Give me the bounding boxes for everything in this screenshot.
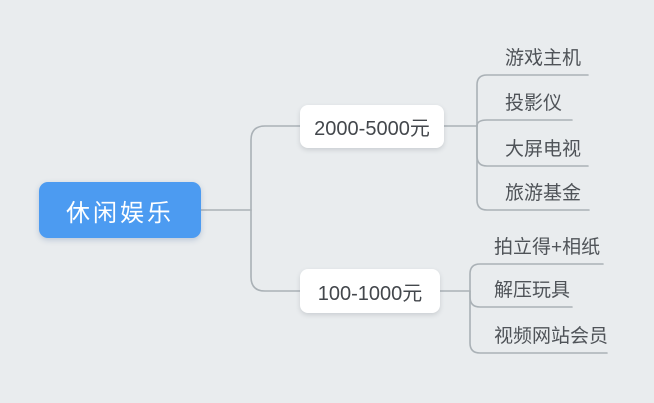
leaf-topic[interactable]: 大屏电视 (505, 139, 582, 160)
connector-line (476, 125, 590, 211)
leaf-topic[interactable]: 拍立得+相纸 (494, 237, 601, 258)
branch-topic-1[interactable]: 2000-5000元 (300, 105, 444, 148)
connector-line (476, 119, 573, 127)
leaf-topic[interactable]: 旅游基金 (505, 183, 582, 204)
branch-topic-2[interactable]: 100-1000元 (300, 269, 440, 313)
leaf-topic[interactable]: 游戏主机 (505, 48, 582, 69)
root-topic[interactable]: 休闲娱乐 (39, 182, 201, 238)
leaf-topic[interactable]: 解压玩具 (494, 280, 571, 301)
leaf-topic[interactable]: 视频网站会员 (494, 326, 609, 347)
leaf-topic[interactable]: 投影仪 (505, 93, 563, 114)
connector-line (476, 74, 589, 127)
connector-line (469, 290, 608, 354)
connector-line (250, 209, 301, 292)
connector-line (250, 125, 301, 211)
connector-line (469, 263, 604, 292)
